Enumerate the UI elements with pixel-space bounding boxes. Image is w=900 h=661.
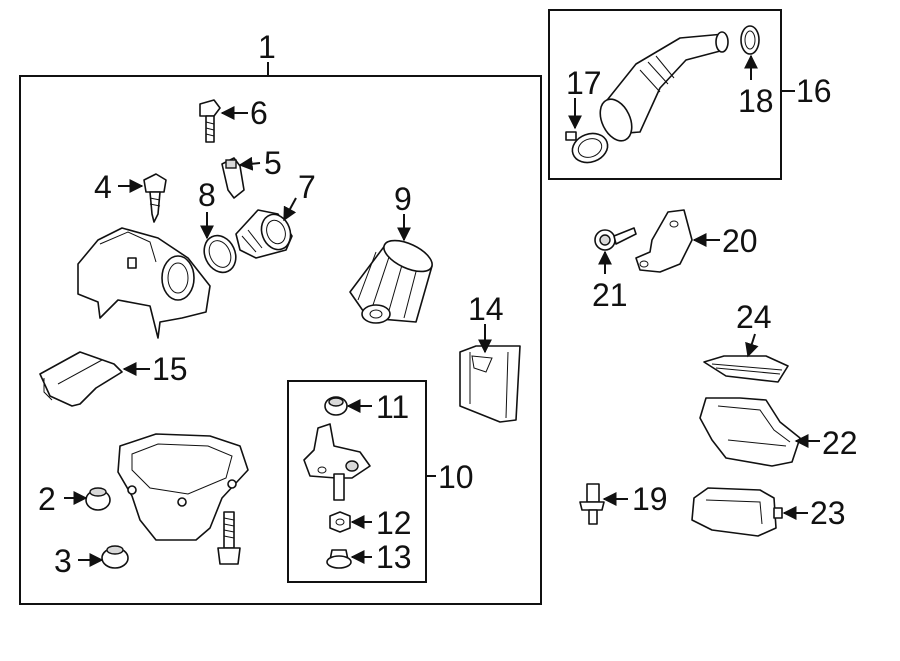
callout-19: 19 (632, 481, 668, 517)
callout-14: 14 (468, 291, 504, 327)
callout-12: 12 (376, 505, 412, 541)
nut-12 (329, 511, 351, 533)
duct-7 (235, 209, 293, 259)
group-box-16 (548, 9, 782, 180)
callout-23: 23 (810, 495, 846, 531)
sensor-assembly-10 (303, 423, 371, 501)
callout-21: 21 (592, 277, 628, 313)
bracket-15 (39, 351, 123, 407)
callout-18: 18 (738, 83, 774, 119)
leader-arrows (64, 54, 820, 567)
callout-labels: 1 2 3 4 5 6 7 8 9 10 11 12 13 14 15 16 1… (38, 29, 858, 579)
cover-24 (703, 355, 789, 383)
callout-9: 9 (394, 181, 412, 217)
air-cleaner-cover (77, 227, 211, 339)
bracket-20 (635, 209, 693, 273)
callout-24: 24 (736, 299, 772, 335)
lower-housing (117, 433, 249, 541)
callout-15: 15 (152, 351, 188, 387)
callout-5: 5 (264, 145, 282, 181)
group-box-1 (19, 75, 542, 605)
callout-10: 10 (438, 459, 474, 495)
callout-17: 17 (566, 65, 602, 101)
box-22 (699, 397, 801, 467)
hose-16 (599, 31, 729, 142)
callout-8: 8 (198, 177, 216, 213)
callout-20: 20 (722, 223, 758, 259)
callout-6: 6 (250, 95, 268, 131)
tray-23 (691, 487, 783, 537)
grommet-2 (85, 487, 111, 511)
clamp-17 (565, 131, 609, 164)
callout-1: 1 (258, 29, 276, 65)
housing-bolt (217, 511, 241, 565)
callout-11: 11 (376, 389, 409, 425)
callout-13: 13 (376, 539, 412, 575)
grommet-13 (326, 549, 352, 569)
oring-8 (203, 234, 237, 274)
screw-21 (594, 227, 637, 251)
bolt-6 (199, 99, 221, 143)
grommet-3 (101, 545, 129, 569)
group-box-10 (287, 380, 427, 583)
sensor-5 (221, 157, 245, 199)
callout-4: 4 (94, 169, 112, 205)
callout-2: 2 (38, 481, 56, 517)
filter-element-9 (349, 239, 433, 324)
callout-22: 22 (822, 425, 858, 461)
callout-16: 16 (796, 73, 832, 109)
grommet-11 (324, 396, 348, 416)
clamp-18 (740, 25, 760, 55)
callout-7: 7 (298, 169, 316, 205)
bolt-19 (579, 483, 605, 525)
bolt-4 (143, 173, 167, 223)
callout-3: 3 (54, 543, 72, 579)
panel-14 (459, 345, 521, 423)
